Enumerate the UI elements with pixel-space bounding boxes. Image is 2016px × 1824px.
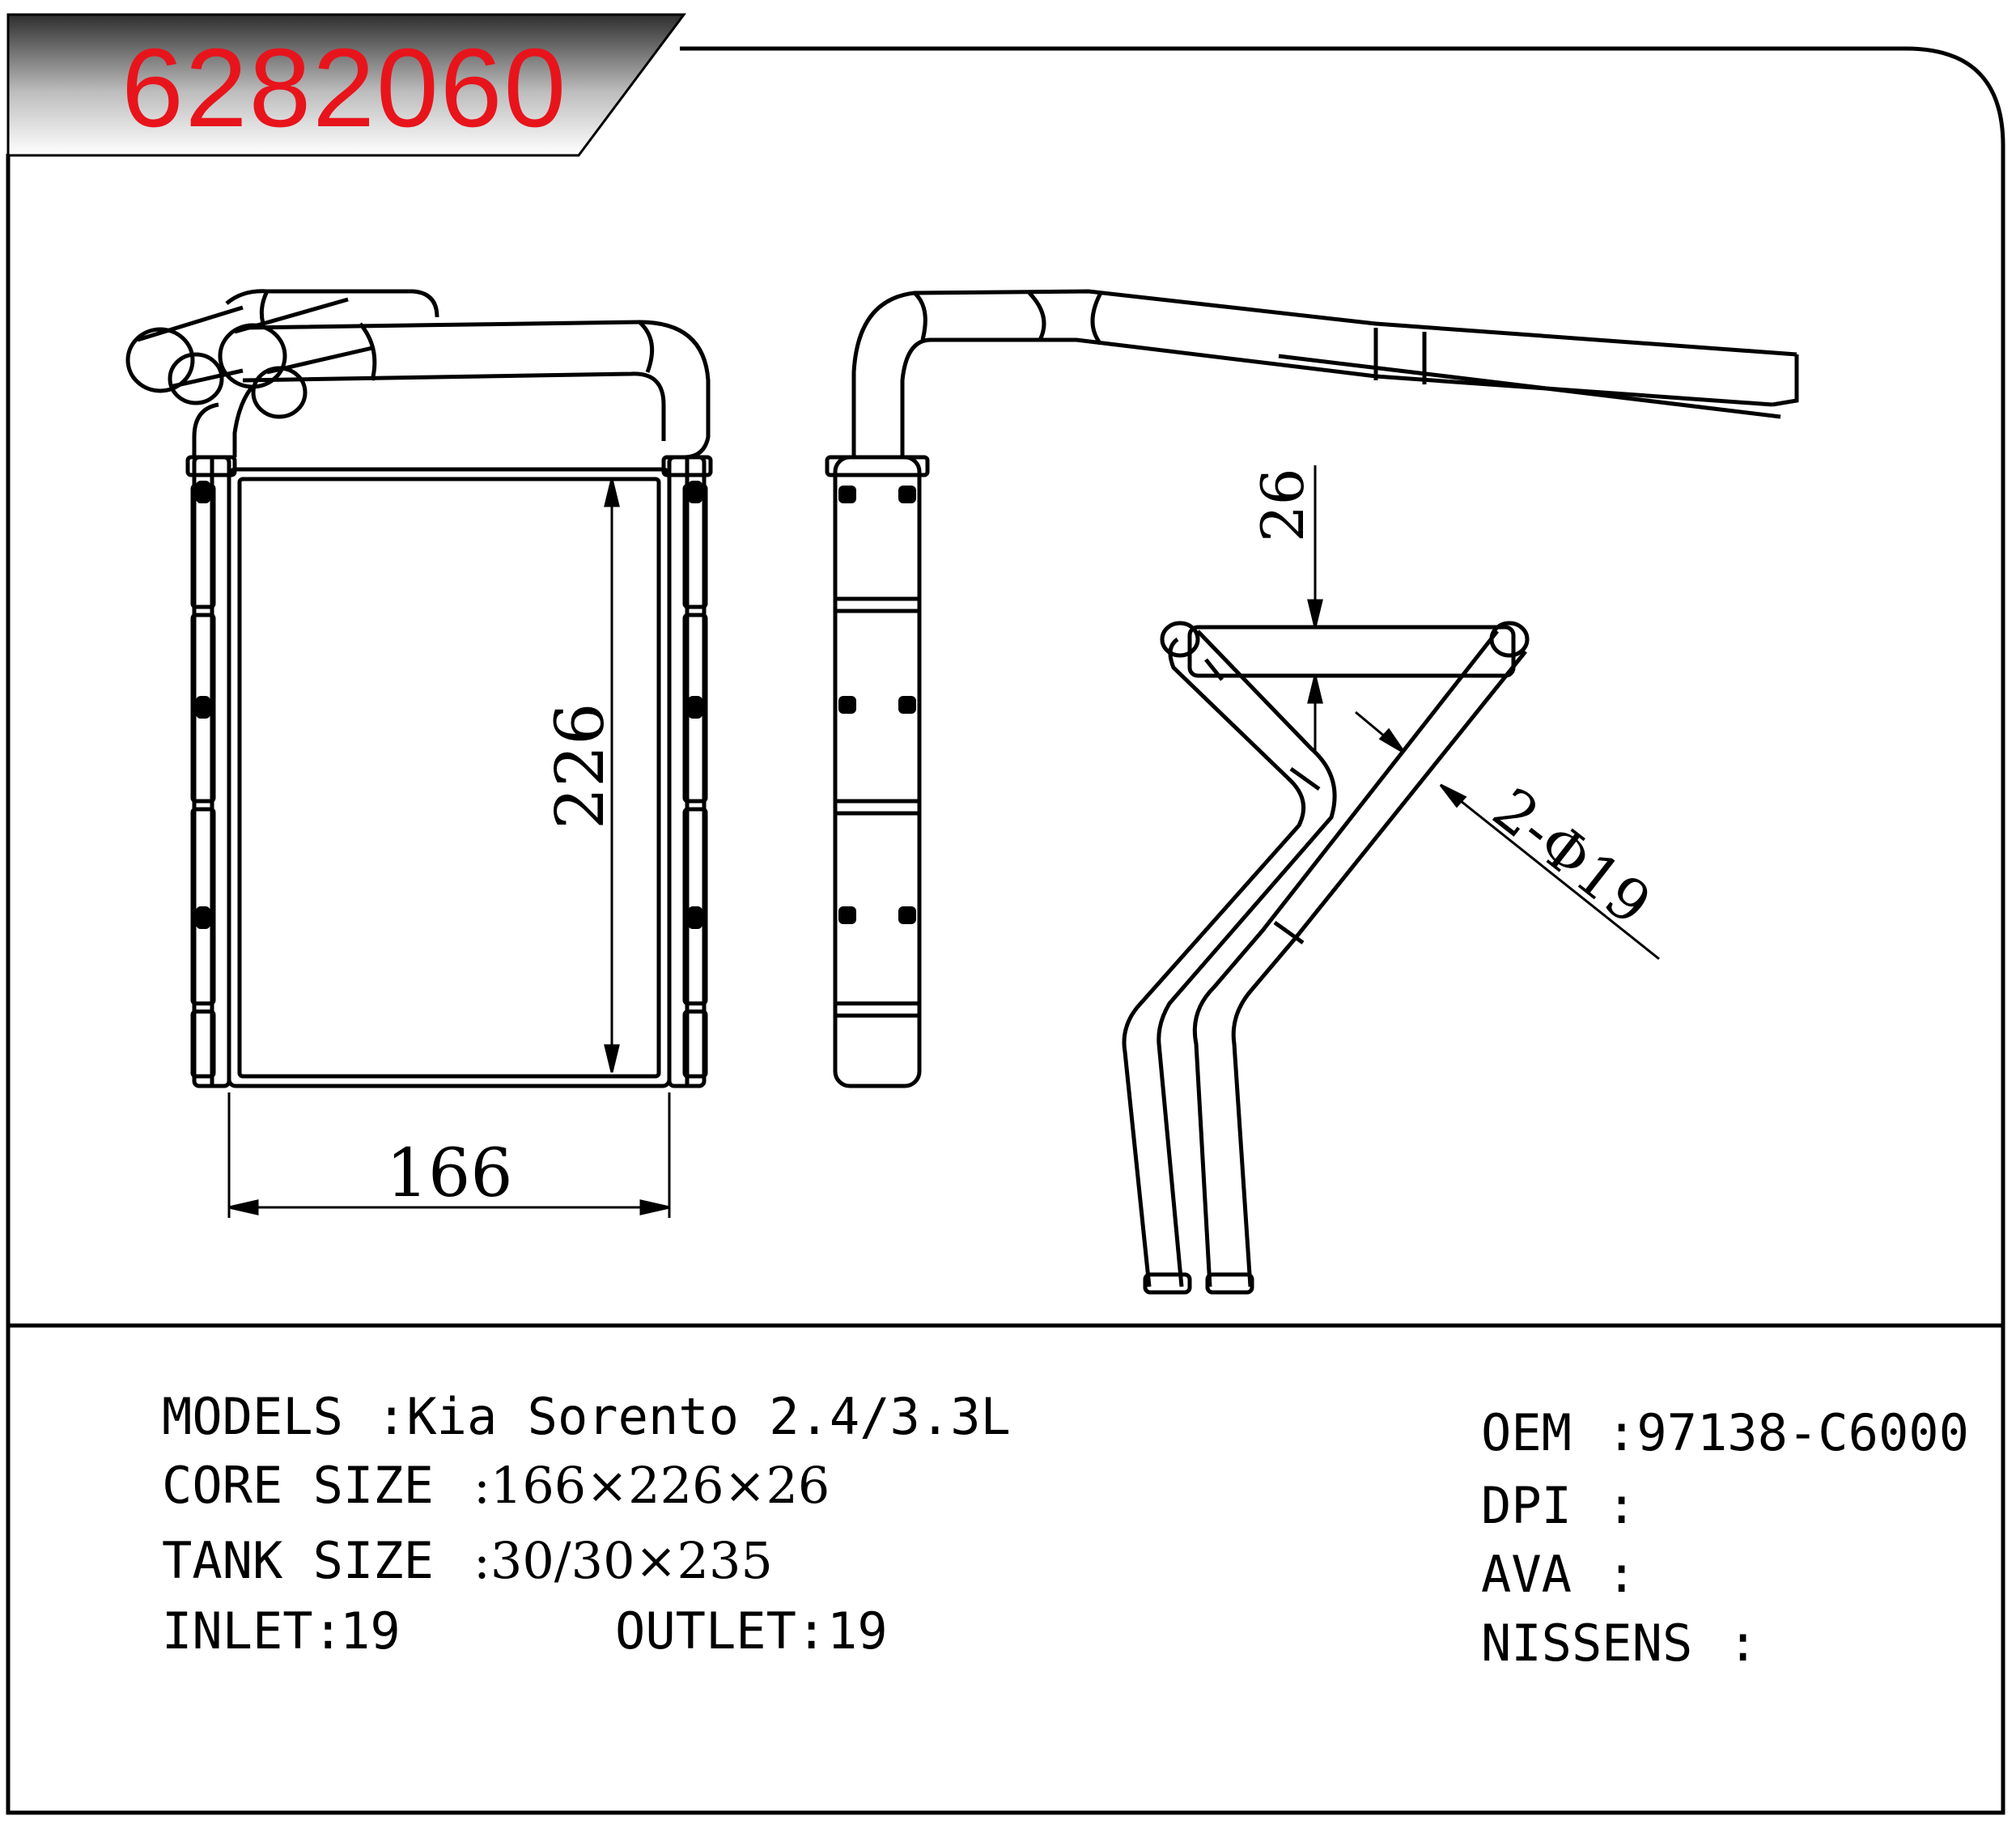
depth-dimension bbox=[1307, 465, 1323, 753]
nissens-label: NISSENS bbox=[1481, 1614, 1693, 1673]
oem-value: :97138-C6000 bbox=[1606, 1403, 1969, 1462]
height-dimension-label: 226 bbox=[542, 702, 619, 829]
outlet-label: OUTLET: bbox=[615, 1601, 827, 1661]
pipe-diameter-leader bbox=[1355, 711, 1660, 961]
models-label: MODELS bbox=[162, 1387, 343, 1446]
sheet-border bbox=[6, 46, 2005, 1815]
core-size-value: :166×226×26 bbox=[473, 1456, 830, 1515]
core-size-label: CORE SIZE bbox=[162, 1456, 434, 1515]
inlet-value: 19 bbox=[340, 1601, 401, 1661]
width-dimension-label: 166 bbox=[386, 1135, 513, 1212]
tank-size-label: TANK SIZE bbox=[162, 1531, 434, 1590]
height-dimension bbox=[604, 478, 620, 1073]
tank-size-value: :30/30×235 bbox=[473, 1531, 773, 1590]
depth-dimension-label: 26 bbox=[1249, 468, 1317, 542]
front-view bbox=[125, 289, 713, 1088]
inlet-label: INLET: bbox=[162, 1601, 343, 1661]
pipe-diameter-label: 2-Φ19 bbox=[1481, 774, 1664, 938]
top-view bbox=[1122, 621, 1530, 1295]
part-number-banner bbox=[6, 13, 686, 157]
part-number: 6282060 bbox=[121, 26, 568, 151]
dpi-value: : bbox=[1606, 1476, 1637, 1535]
ava-label: AVA bbox=[1481, 1545, 1572, 1604]
width-dimension bbox=[227, 1092, 671, 1218]
ava-value: : bbox=[1606, 1545, 1637, 1604]
dpi-label: DPI bbox=[1481, 1476, 1572, 1535]
outlet-value: 19 bbox=[827, 1601, 888, 1661]
nissens-value: : bbox=[1728, 1614, 1759, 1673]
side-view-bolts bbox=[838, 486, 916, 924]
models-value: :Kia Sorento 2.4/3.3L bbox=[376, 1387, 1011, 1446]
oem-label: OEM bbox=[1481, 1403, 1572, 1462]
front-view-bolts bbox=[196, 481, 702, 929]
side-view bbox=[825, 289, 1799, 1088]
